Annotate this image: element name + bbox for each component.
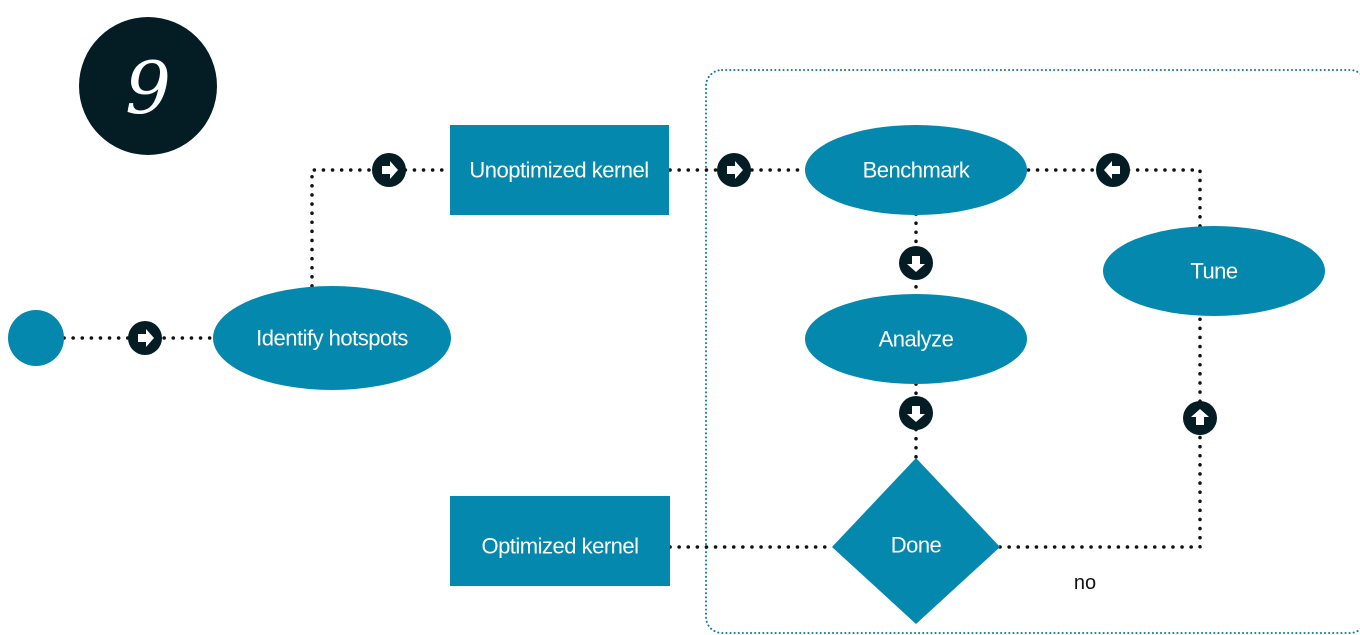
start-node	[8, 310, 64, 366]
node-optimized-kernel: Optimized kernel	[450, 496, 670, 586]
optimized-label: Optimized kernel	[481, 534, 638, 559]
node-tune: Tune	[1103, 226, 1325, 316]
benchmark-ellipse	[805, 125, 1027, 215]
done-diamond	[832, 458, 1000, 624]
unoptimized-label: Unoptimized kernel	[469, 158, 648, 183]
optimization-loop-region	[705, 69, 1360, 634]
tune-label: Tune	[1190, 259, 1238, 284]
done-label: Done	[891, 533, 942, 558]
node-analyze: Analyze	[805, 294, 1027, 384]
badge-number: 9	[125, 46, 171, 130]
node-benchmark: Benchmark	[805, 125, 1027, 215]
benchmark-label: Benchmark	[863, 158, 971, 183]
analyze-ellipse	[805, 294, 1027, 384]
step-badge: 9	[79, 17, 217, 155]
node-identify-hotspots: Identify hotspots	[213, 286, 451, 390]
identify-ellipse	[213, 286, 451, 390]
circle-arrow-down-icon	[899, 396, 933, 430]
circle-arrow-down-icon	[899, 246, 933, 280]
circle-arrow-up-icon	[1183, 401, 1217, 435]
edge-label-no: no	[1074, 572, 1096, 594]
optimized-rect	[450, 496, 670, 586]
circle-arrow-left-icon	[1096, 153, 1130, 187]
unoptimized-rect	[450, 125, 669, 215]
tune-ellipse	[1103, 226, 1325, 316]
edge-done-to-tune	[998, 314, 1202, 549]
circle-arrow-right-icon	[717, 153, 751, 187]
node-unoptimized-kernel: Unoptimized kernel	[450, 125, 669, 215]
edge-identify-to-unoptimized	[310, 168, 452, 288]
edge-tune-to-benchmark	[1026, 168, 1202, 228]
circle-arrow-right-icon	[372, 153, 406, 187]
identify-label: Identify hotspots	[256, 326, 408, 351]
node-done: Done	[832, 458, 1000, 624]
analyze-label: Analyze	[879, 327, 954, 352]
badge-circle	[79, 17, 217, 155]
circle-arrow-right-icon	[128, 321, 162, 355]
